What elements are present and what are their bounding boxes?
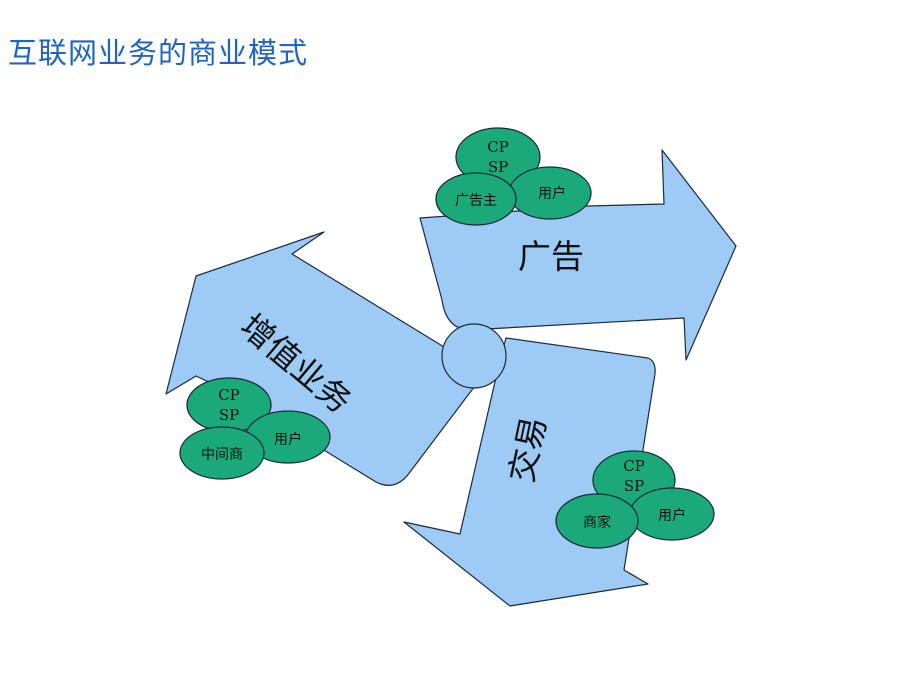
page-title: 互联网业务的商业模式 — [8, 36, 309, 70]
value-added-arrow — [165, 231, 497, 486]
va-intermediary-text: 中间商 — [201, 447, 243, 463]
ad-bubble-group: CP SP 用户 广告主 — [435, 127, 592, 226]
value-added-bubble-group: CP SP 用户 中间商 — [179, 377, 331, 480]
trade-bubble-group: CP SP 用户 商家 — [555, 450, 715, 549]
center-hub — [441, 323, 507, 389]
trade-merchant-text: 商家 — [583, 514, 611, 531]
ad-sp-text: SP — [488, 158, 508, 176]
trade-cp-text: CP — [623, 457, 645, 475]
ad-advertiser-text: 广告主 — [455, 193, 497, 209]
va-user-text: 用户 — [274, 431, 302, 448]
trade-merchant-bubble — [555, 493, 639, 549]
ad-advertiser-bubble — [435, 172, 517, 226]
va-cp-text: CP — [218, 386, 240, 404]
ad-label: 广告 — [518, 237, 584, 276]
ad-user-text: 用户 — [538, 185, 566, 202]
va-sp-text: SP — [219, 406, 239, 424]
trade-sp-text: SP — [624, 477, 644, 495]
trade-user-text: 用户 — [658, 507, 686, 524]
ad-cp-text: CP — [487, 138, 509, 156]
va-intermediary-bubble — [179, 426, 265, 480]
